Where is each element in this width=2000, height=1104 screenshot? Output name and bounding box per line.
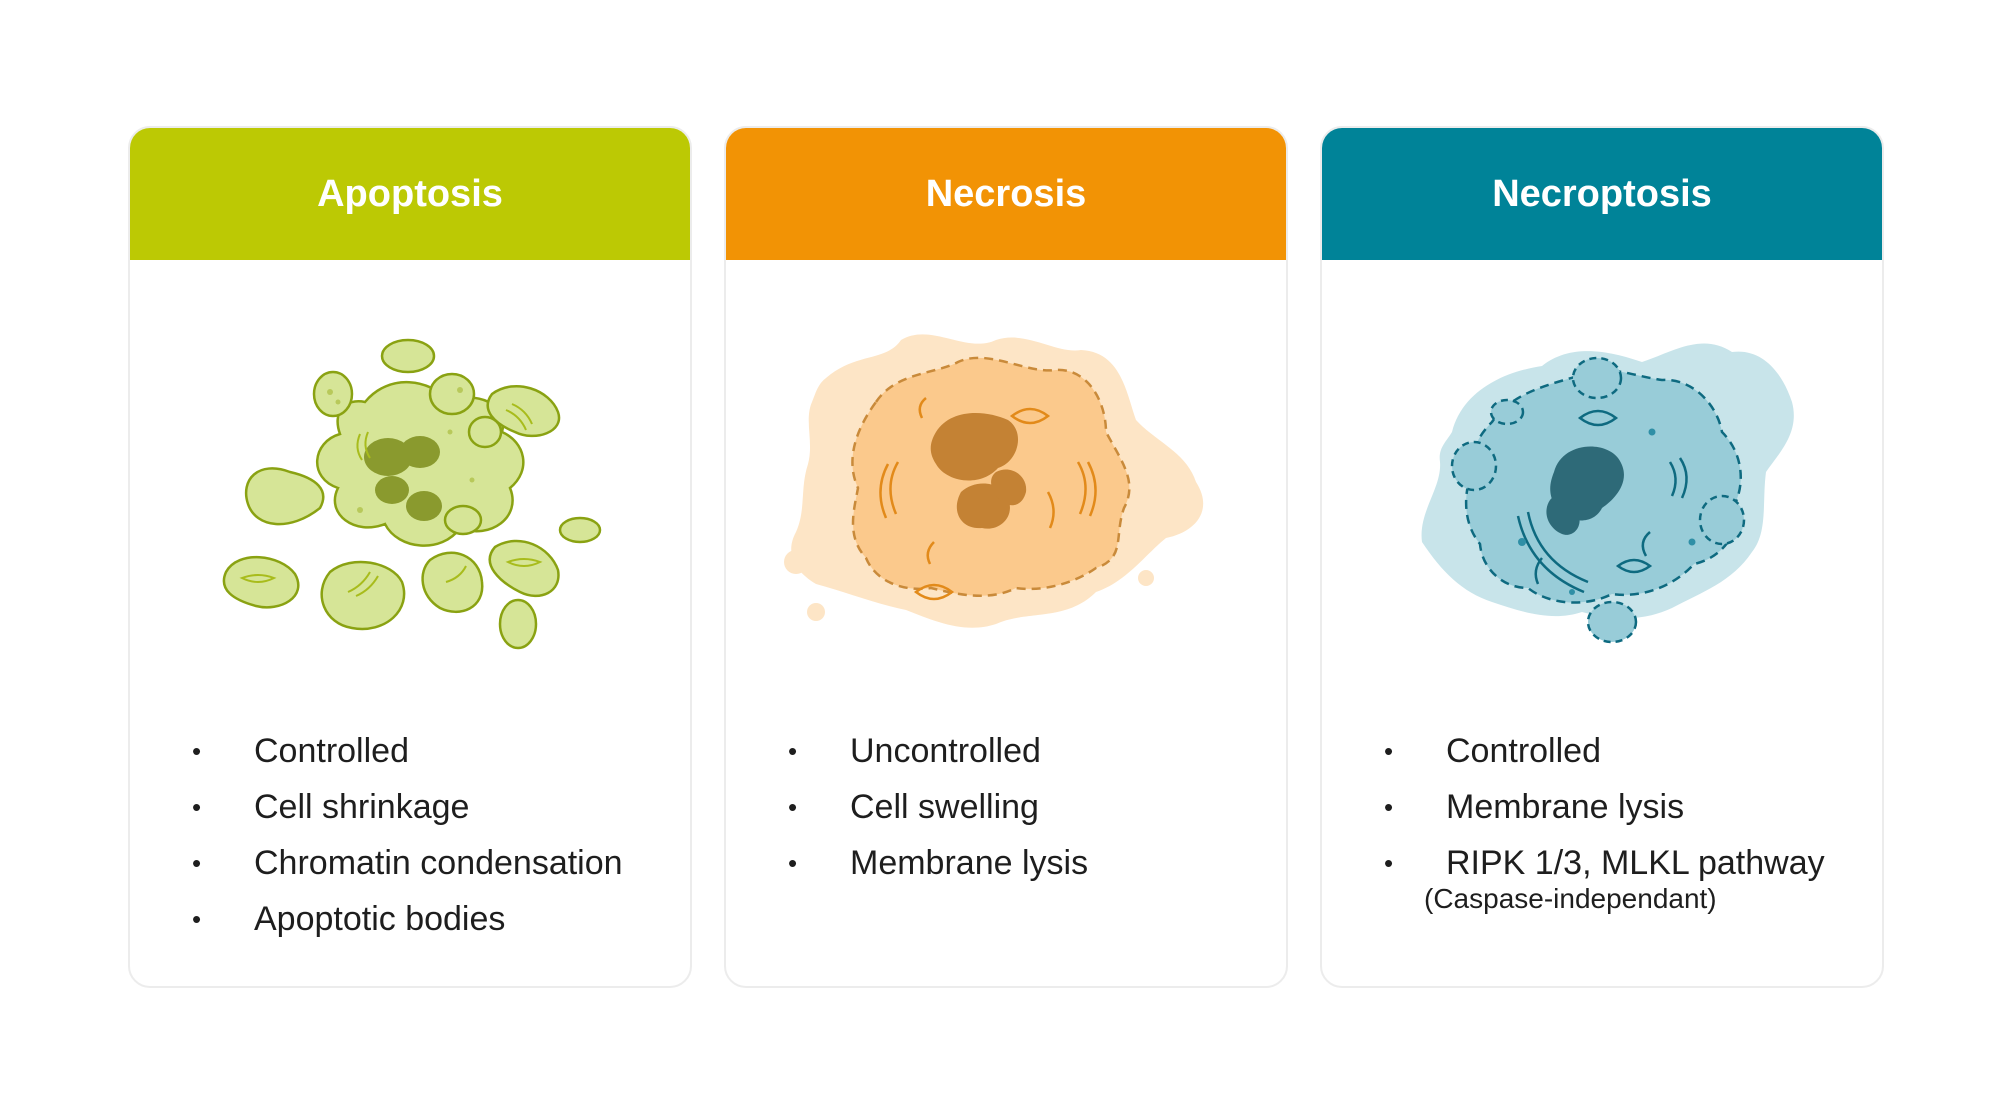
list-item: •Membrane lysis bbox=[788, 835, 1266, 891]
pathway-note: (Caspase-independant) bbox=[1424, 883, 1717, 914]
necroptosis-title: Necroptosis bbox=[1492, 172, 1712, 215]
bullet-icon: • bbox=[192, 904, 202, 934]
necrosis-features: •Uncontrolled •Cell swelling •Membrane l… bbox=[788, 723, 1266, 891]
list-item: •Cell shrinkage bbox=[192, 779, 670, 835]
list-item: •Membrane lysis bbox=[1384, 779, 1862, 835]
necrotic-cell-illustration bbox=[726, 292, 1286, 672]
necrosis-header: Necrosis bbox=[726, 128, 1286, 260]
necroptosis-card: Necroptosis bbox=[1320, 126, 1884, 988]
bullet-icon: • bbox=[192, 736, 202, 766]
necrosis-card: Necrosis bbox=[724, 126, 1288, 988]
apoptotic-cell-illustration bbox=[130, 292, 690, 672]
necroptosis-features: •Controlled •Membrane lysis •RIPK 1/3, M… bbox=[1384, 723, 1862, 891]
list-item: •Cell swelling bbox=[788, 779, 1266, 835]
bullet-icon: • bbox=[192, 848, 202, 878]
necroptotic-cell-illustration bbox=[1322, 292, 1882, 672]
list-item: •Apoptotic bodies bbox=[192, 891, 670, 947]
list-item: •Controlled bbox=[1384, 723, 1862, 779]
bullet-icon: • bbox=[788, 792, 798, 822]
list-item: •Uncontrolled bbox=[788, 723, 1266, 779]
list-item: •Controlled bbox=[192, 723, 670, 779]
apoptosis-title: Apoptosis bbox=[317, 172, 503, 215]
bullet-icon: • bbox=[788, 848, 798, 878]
list-item: •RIPK 1/3, MLKL pathway bbox=[1384, 835, 1862, 891]
apoptosis-card: Apoptosis bbox=[128, 126, 692, 988]
apoptosis-header: Apoptosis bbox=[130, 128, 690, 260]
bullet-icon: • bbox=[192, 792, 202, 822]
apoptosis-features: •Controlled •Cell shrinkage •Chromatin c… bbox=[192, 723, 670, 947]
bullet-icon: • bbox=[1384, 848, 1394, 878]
bullet-icon: • bbox=[1384, 792, 1394, 822]
necroptosis-header: Necroptosis bbox=[1322, 128, 1882, 260]
bullet-icon: • bbox=[1384, 736, 1394, 766]
necrosis-title: Necrosis bbox=[925, 172, 1087, 215]
list-item: •Chromatin condensation bbox=[192, 835, 670, 891]
bullet-icon: • bbox=[788, 736, 798, 766]
